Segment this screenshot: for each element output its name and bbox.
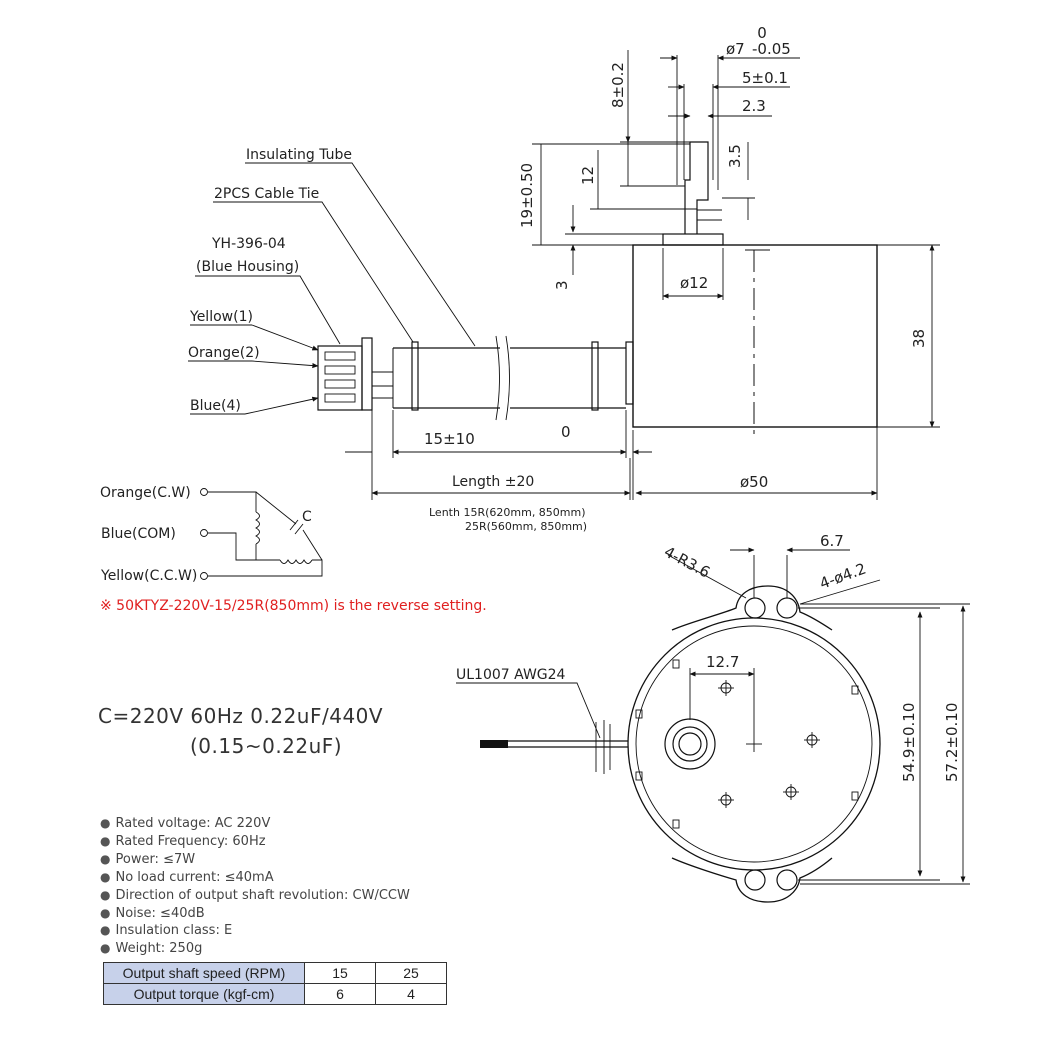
shaft-length: 8±0.2	[609, 62, 627, 108]
boss-dia: ø12	[680, 274, 708, 292]
housing-part-label: YH-396-04	[211, 236, 286, 252]
table-cell: 25	[375, 962, 447, 984]
part-labels: Insulating Tube 2PCS Cable Tie YH-396-04…	[188, 147, 352, 414]
body-dia: ø50	[740, 473, 768, 491]
flat-width: 5±0.1	[742, 69, 788, 87]
motor-body	[632, 244, 878, 428]
lead-sleeve: 15±10	[424, 430, 475, 448]
capacitor-label: C	[302, 509, 312, 525]
spec-item: Noise: ≤40dB	[100, 905, 410, 923]
mount-hole-offset: 6.7	[820, 532, 844, 550]
wire-orange-label: Orange(2)	[188, 345, 260, 361]
length-note-2: 25R(560mm, 850mm)	[465, 520, 587, 533]
housing-desc-label: (Blue Housing)	[196, 259, 299, 275]
lead-assembly	[317, 335, 626, 421]
mount-hole-3	[744, 869, 766, 891]
hole-pitch-outer: 57.2±0.10	[943, 703, 961, 782]
mount-holes: 4-ø4.2	[817, 559, 868, 592]
capacitor-symbol	[289, 519, 299, 531]
shaft-boss	[662, 233, 724, 246]
spec-item: Direction of output shaft revolution: CW…	[100, 887, 409, 905]
table-cell: 6	[304, 983, 376, 1005]
capacitor-note-line2: (0.15~0.22uF)	[190, 734, 343, 758]
length-dim: Length ±20	[452, 474, 534, 490]
cable-tie-label: 2PCS Cable Tie	[214, 186, 319, 202]
table-cell: 4	[375, 983, 447, 1005]
side-dimensions	[345, 50, 940, 500]
spec-item: Weight: 250g	[100, 940, 410, 958]
wiring-yellow: Yellow(C.C.W)	[100, 568, 197, 584]
spec-item: Rated voltage: AC 220V	[100, 815, 410, 833]
boss-height: 3	[553, 280, 571, 290]
insulating-tube-label: Insulating Tube	[246, 147, 352, 163]
motor-side-view	[625, 141, 878, 440]
wiring-orange: Orange(C.W)	[100, 485, 191, 501]
spec-list: Rated voltage: AC 220V Rated Frequency: …	[100, 815, 410, 958]
mount-hole-1	[744, 597, 766, 619]
cable-end	[480, 740, 508, 748]
leader-lines	[188, 162, 476, 415]
cable-tie-1	[411, 341, 419, 411]
spec-item: Power: ≤7W	[100, 851, 410, 869]
shaft-dia-tol-lower: -0.05	[752, 40, 791, 58]
spec-item: No load current: ≤40mA	[100, 869, 410, 887]
break-marks	[495, 335, 510, 421]
hole-pitch-inner: 54.9±0.10	[900, 703, 918, 782]
cable-tie-2	[591, 341, 599, 411]
shaft-dia-nominal: ø7	[726, 40, 745, 58]
flat-length: 12	[579, 166, 597, 185]
spec-item: Rated Frequency: 60Hz	[100, 833, 410, 851]
total-shaft: 19±0.50	[518, 163, 536, 228]
shaft-dia-tol-upper: 0	[757, 24, 767, 42]
side-dimension-text: 0 ø7 -0.05 5±0.1 2.3 8±0.2 12 3.5 19±0.5…	[424, 24, 928, 533]
mount-hole-2	[776, 597, 798, 619]
table-cell: 15	[304, 962, 376, 984]
wire-yellow-label: Yellow(1)	[189, 309, 253, 325]
performance-table: Output shaft speed (RPM) 15 25 Output to…	[103, 962, 447, 1005]
table-row: Output torque (kgf-cm) 6 4	[103, 983, 447, 1005]
capacitor-note-line1: C=220V 60Hz 0.22uF/440V	[98, 704, 384, 728]
body-height: 38	[910, 329, 928, 348]
wiring-blue: Blue(COM)	[101, 526, 176, 542]
zero-mark: 0	[561, 423, 571, 441]
cable-spec-label: UL1007 AWG24	[456, 667, 566, 683]
table-row: Output shaft speed (RPM) 15 25	[103, 962, 447, 984]
wiring-diagram: Orange(C.W) Blue(COM) Yellow(C.C.W) C	[100, 485, 323, 584]
table-header-cell: Output shaft speed (RPM)	[103, 962, 305, 984]
table-header-cell: Output torque (kgf-cm)	[103, 983, 305, 1005]
hole-offset: 12.7	[706, 653, 739, 671]
coil-1	[255, 511, 260, 545]
spec-item: Insulation class: E	[100, 922, 410, 940]
mount-hole-4	[776, 869, 798, 891]
wire-blue-label: Blue(4)	[190, 398, 241, 414]
motor-front-view	[456, 585, 881, 903]
coil-2	[279, 559, 313, 564]
front-dimensions	[667, 547, 970, 885]
flat-offset: 3.5	[726, 144, 744, 168]
length-note-1: Lenth 15R(620mm, 850mm)	[429, 506, 586, 519]
insulating-tube	[393, 347, 626, 409]
flat-depth: 2.3	[742, 97, 766, 115]
output-shaft	[684, 141, 709, 234]
reverse-setting-note: ※ 50KTYZ-220V-15/25R(850mm) is the rever…	[100, 598, 487, 614]
front-dimension-text: 4-R3.6 6.7 4-ø4.2 12.7 54.9±0.10 57.2±0.…	[456, 532, 961, 782]
mount-radius: 4-R3.6	[661, 543, 713, 582]
